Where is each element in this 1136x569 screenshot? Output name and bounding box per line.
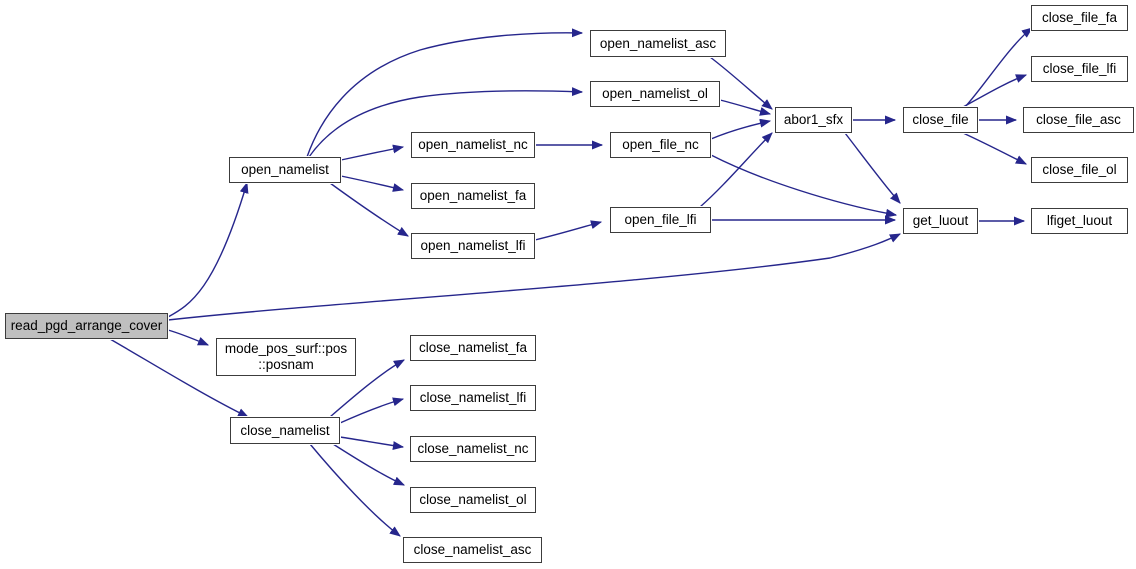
node-close_namelist_nc[interactable]: close_namelist_nc (409, 435, 537, 463)
node-open_namelist_asc[interactable]: open_namelist_asc (589, 29, 727, 58)
edge-close_namelist-to-close_namelist_nc (339, 436, 405, 451)
edge-read_pgd_arrange_cover-to-mode_pos_surf_posnam (167, 329, 210, 346)
node-abor1_sfx[interactable]: abor1_sfx (774, 106, 853, 134)
node-close_file[interactable]: close_file (902, 106, 979, 134)
edge-open_namelist_ol-to-abor1_sfx (719, 99, 772, 116)
node-close_file_lfi[interactable]: close_file_lfi (1030, 55, 1129, 83)
node-open_file_nc[interactable]: open_file_nc (609, 131, 712, 159)
edge-open_file_nc-to-get_luout (710, 154, 898, 218)
edge-open_namelist-to-open_namelist_nc (340, 144, 405, 161)
node-open_namelist[interactable]: open_namelist (228, 156, 342, 184)
edge-close_namelist-to-close_namelist_asc (309, 443, 401, 537)
node-close_namelist[interactable]: close_namelist (229, 416, 341, 445)
node-close_namelist_fa[interactable]: close_namelist_fa (409, 334, 537, 362)
edge-close_file-to-close_file_ol (962, 132, 1028, 165)
node-close_file_ol[interactable]: close_file_ol (1030, 156, 1129, 184)
node-read_pgd_arrange_cover[interactable]: read_pgd_arrange_cover (4, 312, 169, 340)
edge-open_namelist-to-open_namelist_fa (340, 175, 405, 192)
edge-abor1_sfx-to-get_luout (844, 132, 901, 204)
edge-read_pgd_arrange_cover-to-open_namelist (167, 181, 249, 318)
edge-close_namelist-to-close_namelist_lfi (339, 397, 405, 424)
edge-close_file-to-close_file_lfi (962, 74, 1028, 108)
node-close_namelist_lfi[interactable]: close_namelist_lfi (409, 384, 537, 412)
node-close_file_fa[interactable]: close_file_fa (1030, 4, 1129, 32)
node-open_namelist_fa[interactable]: open_namelist_fa (410, 182, 536, 210)
node-close_namelist_ol[interactable]: close_namelist_ol (409, 486, 537, 514)
node-close_namelist_asc[interactable]: close_namelist_asc (402, 536, 543, 564)
node-open_namelist_nc[interactable]: open_namelist_nc (410, 131, 536, 159)
node-lfiget_luout[interactable]: lfiget_luout (1030, 207, 1129, 235)
node-open_file_lfi[interactable]: open_file_lfi (609, 206, 712, 234)
edge-open_namelist_lfi-to-open_file_lfi (534, 220, 603, 241)
node-mode_pos_surf_posnam[interactable]: mode_pos_surf::pos ::posnam (215, 337, 357, 377)
edge-close_namelist-to-close_namelist_ol (332, 443, 406, 486)
edge-open_namelist-to-open_namelist_lfi (329, 182, 409, 237)
edge-open_file_nc-to-abor1_sfx (710, 118, 772, 140)
node-open_namelist_ol[interactable]: open_namelist_ol (589, 80, 721, 108)
node-close_file_asc[interactable]: close_file_asc (1022, 106, 1135, 134)
node-open_namelist_lfi[interactable]: open_namelist_lfi (410, 232, 536, 260)
edge-close_file-to-close_file_fa (964, 27, 1033, 108)
node-get_luout[interactable]: get_luout (902, 207, 979, 235)
